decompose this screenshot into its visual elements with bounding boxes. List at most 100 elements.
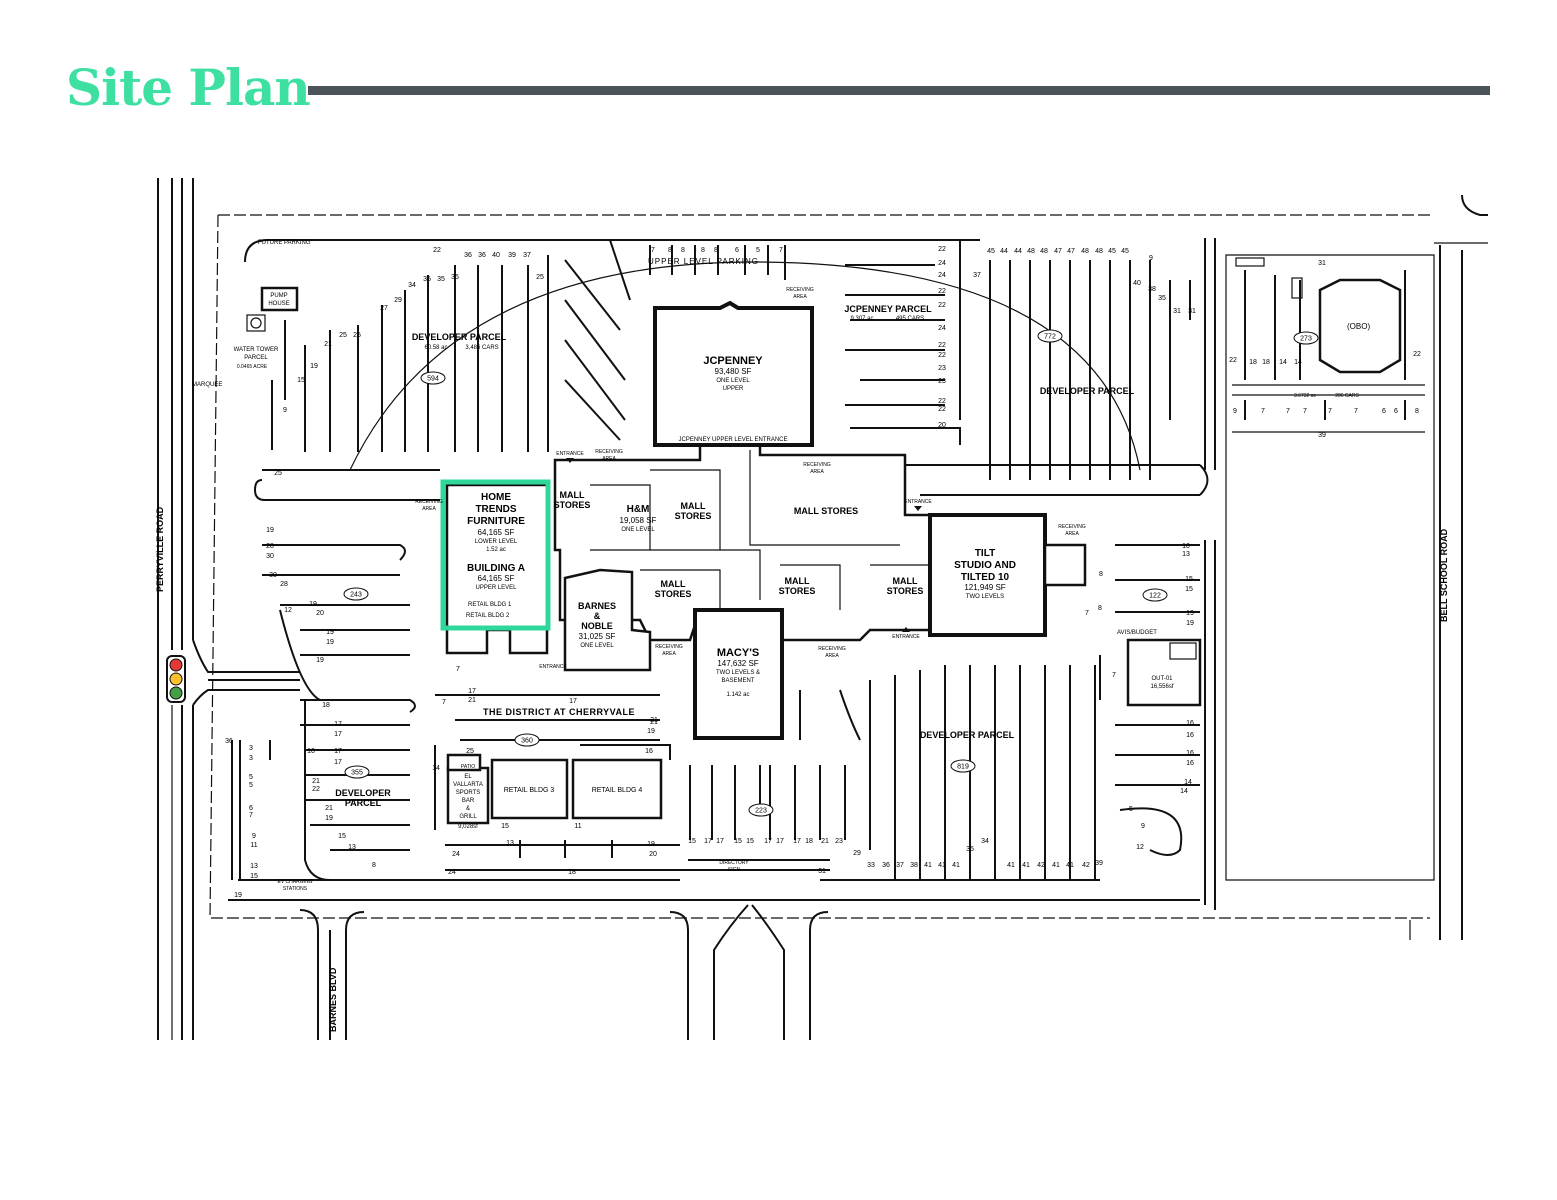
space-count: 17 [716,838,724,845]
el-vallarta-line4: BAR [462,798,475,804]
space-count: 41 [952,862,960,869]
space-count: 35 [966,846,974,853]
space-count: 9 [283,407,287,414]
tilt-line1: TILT [975,548,995,559]
space-count: 5 [1129,806,1133,813]
retail-buildings-south [446,753,663,825]
retail-bldg-2-label: RETAIL BLDG 2 [466,613,510,619]
parcel-id-oval: 772 [1037,329,1063,343]
space-count: 24 [938,272,946,279]
space-count: 13 [348,844,356,851]
marquee-label: MARQUEE [192,382,222,388]
el-vallarta-line1: EL [464,774,472,780]
space-count: 37 [896,862,904,869]
space-count: 25 [536,274,544,281]
space-count: 38 [910,862,918,869]
mall-stores-1b: STORES [554,500,591,510]
parcel-id-text: 273 [1300,336,1312,343]
space-count: 15 [250,873,258,880]
mall-stores-4b: STORES [655,589,692,599]
developer-parcel-nw-cars: 3,486 CARS [465,345,498,351]
parcel-id-oval: 122 [1142,588,1168,602]
bell-school-road-label: BELL SCHOOL ROAD [1439,528,1449,622]
bell-school-road [1434,194,1488,940]
west-parking [231,544,416,881]
space-count: 47 [1067,248,1075,255]
space-count: 44 [1014,248,1022,255]
home-trends-building [445,483,549,655]
space-count: 3 [249,745,253,752]
receiving-area-5a: RECEIVING [1058,524,1086,530]
water-tower-line1: WATER TOWER [234,347,279,353]
future-parking-label: FUTURE PARKING [258,240,311,246]
space-count: 12 [284,607,292,614]
barnes-noble-line3: NOBLE [581,621,613,631]
mall-stores-1a: MALL [560,490,585,500]
home-trends-line1: HOME [481,492,511,503]
barnes-blvd-label: BARNES BLVD [328,967,338,1032]
space-count: 41 [1007,862,1015,869]
parcel-id-text: 594 [427,376,439,383]
developer-parcel-sw-line1: DEVELOPER [335,788,391,798]
space-count: 7 [651,247,655,254]
space-count: 23 [938,378,946,385]
space-count: 24 [448,869,456,876]
mall-stores-5a: MALL [785,576,810,586]
macys-level2: BASEMENT [721,678,754,684]
tilt-line2: STUDIO AND [954,560,1016,571]
building-a-level: UPPER LEVEL [475,585,517,591]
jcpenney-building [653,300,814,447]
home-trends-highlight[interactable] [440,479,551,631]
tilt-sf: 121,949 SF [964,583,1005,592]
space-count: 48 [1081,248,1089,255]
space-count: 35 [451,274,459,281]
ring-road [228,238,1216,910]
space-count: 21 [312,778,320,785]
directory-line2: SIGN [728,867,741,873]
parcel-id-text: 243 [350,592,362,599]
space-count: 13 [1182,551,1190,558]
receiving-area-5b: AREA [1065,531,1079,537]
building-a-name: BUILDING A [467,563,525,574]
receiving-area-6b: AREA [662,651,676,657]
space-count: 48 [1040,248,1048,255]
macys-acres: 1.142 ac [726,692,749,698]
east-parcel-cars: 286 CARS [1335,393,1359,399]
barnes-noble-level: ONE LEVEL [580,643,614,649]
space-count: 6 [735,247,739,254]
space-count: 7 [1328,408,1332,415]
space-count: 18 [568,869,576,876]
space-count: 3 [249,755,253,762]
page-title: Site Plan [66,58,311,117]
district-lot [434,694,680,871]
space-count: 41 [1022,862,1030,869]
parcel-id-text: 122 [1149,593,1161,600]
mall-stores-3: MALL STORES [794,506,858,516]
space-count: 10 [307,748,315,755]
entrance-label-2: ENTRANCE [904,499,932,505]
home-trends-line2: TRENDS [475,504,516,515]
space-count: 36 [882,862,890,869]
space-count: 45 [1121,248,1129,255]
space-count: 7 [779,247,783,254]
space-count: 7 [1261,408,1265,415]
space-count: 27 [380,305,388,312]
space-count: 30 [269,572,277,579]
developer-parcel-ne: DEVELOPER PARCEL [1040,386,1135,396]
jcpenney-parcel-acres: 9.307 ac [850,316,873,322]
space-count: 19 [310,363,318,370]
developer-parcel-se: DEVELOPER PARCEL [920,730,1015,740]
space-count: 36 [225,738,233,745]
pump-house-line2: HOUSE [268,301,289,307]
hm-name: H&M [627,504,650,515]
parcel-id-text: 819 [957,764,969,771]
space-count: 31 [1173,308,1181,315]
space-count: 17 [764,838,772,845]
hm-level: ONE LEVEL [621,527,655,533]
barnes-noble-sf: 31,025 SF [579,632,616,641]
space-count: 44 [1000,248,1008,255]
space-count: 15 [746,838,754,845]
space-count: 13 [506,840,514,847]
space-count: 31 [1188,308,1196,315]
